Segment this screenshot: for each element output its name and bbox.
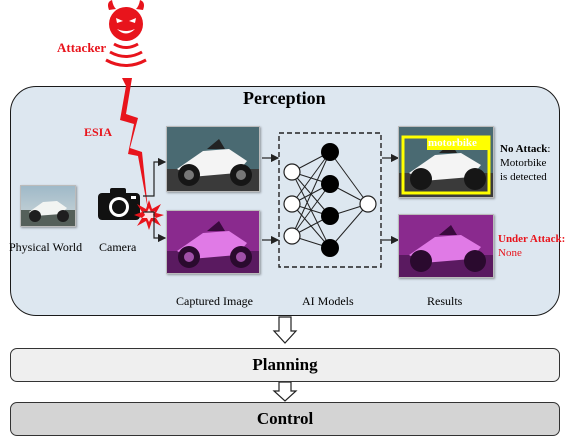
no-attack-heading: No Attack: [500, 143, 548, 155]
signal-wave-3: [105, 58, 147, 67]
down-arrow-perception-planning: [272, 316, 298, 344]
planning-label: Planning: [252, 355, 318, 374]
camera-label: Camera: [99, 240, 137, 254]
camera-icon: [98, 188, 140, 220]
captured-image-label: Captured Image: [176, 294, 253, 308]
signal-wave-1: [113, 42, 139, 49]
result-image-under-attack: [398, 214, 494, 278]
physical-world-image: [20, 185, 76, 227]
ai-models-label: AI Models: [302, 294, 354, 308]
control-label: Control: [256, 409, 314, 428]
perception-title: Perception: [243, 88, 326, 108]
no-attack-line1: Motorbike: [500, 157, 547, 169]
control-box: Control: [10, 402, 560, 436]
no-attack-line2: is detected: [500, 171, 547, 183]
captured-image-attacked: [166, 210, 260, 274]
under-attack-heading: Under Attack:: [498, 233, 566, 245]
devil-icon: [105, 0, 147, 67]
planning-box: Planning: [10, 348, 560, 382]
explosion-icon: [134, 200, 164, 230]
results-label: Results: [427, 294, 463, 308]
physical-world-label: Physical World: [9, 240, 83, 254]
captured-image-clean: [166, 126, 260, 192]
under-attack-annotation: Under Attack: None: [498, 232, 565, 260]
no-attack-annotation: No Attack: Motorbike is detected: [500, 143, 551, 183]
down-arrow-planning-control: [272, 381, 298, 402]
attack-name: ESIA: [84, 125, 113, 139]
result-image-no-attack: [398, 126, 494, 198]
signal-wave-2: [109, 50, 143, 58]
attacker-label: Attacker: [57, 40, 107, 55]
neural-network-icon: [278, 132, 382, 268]
under-attack-line1: None: [498, 247, 522, 259]
detection-box-text: motorbike: [428, 137, 477, 149]
